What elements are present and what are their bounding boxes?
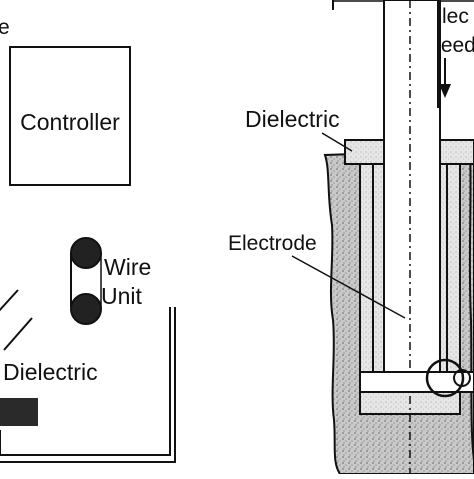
wire-unit: Wire Unit [70, 237, 151, 325]
wire-unit-label-line2: Unit [101, 283, 143, 309]
left-panel: e Controller Wire Unit Dielectric [0, 16, 176, 463]
electrode-leader-line [291, 255, 406, 319]
wire-segment [3, 317, 33, 351]
dielectric-cap-left [344, 139, 386, 165]
controller-box [9, 46, 131, 186]
controller-label: Controller [20, 109, 120, 135]
electrode-label: Electrode [228, 232, 317, 255]
dielectric-leader-line [321, 132, 353, 152]
feed-arrow-head [439, 84, 451, 98]
workpiece-block [0, 398, 38, 426]
right-panel: Elec Feed Dielectric Electrode [228, 0, 474, 475]
bottom-channel [359, 371, 474, 393]
wire-guide-circle [425, 358, 465, 398]
wire-segment [0, 289, 19, 312]
top-left-label-fragment: e [0, 16, 10, 39]
left-dielectric-label: Dielectric [3, 359, 98, 385]
dielectric-cap-right [439, 139, 474, 165]
electrode-rod [383, 0, 441, 376]
lower-wire-spool [70, 293, 102, 325]
right-dielectric-label: Dielectric [245, 106, 340, 132]
wire-guide-circle-small [453, 369, 471, 387]
wire-unit-label-line1: Wire [104, 254, 151, 280]
upper-wire-spool [70, 237, 102, 269]
dielectric-tank [0, 307, 176, 463]
